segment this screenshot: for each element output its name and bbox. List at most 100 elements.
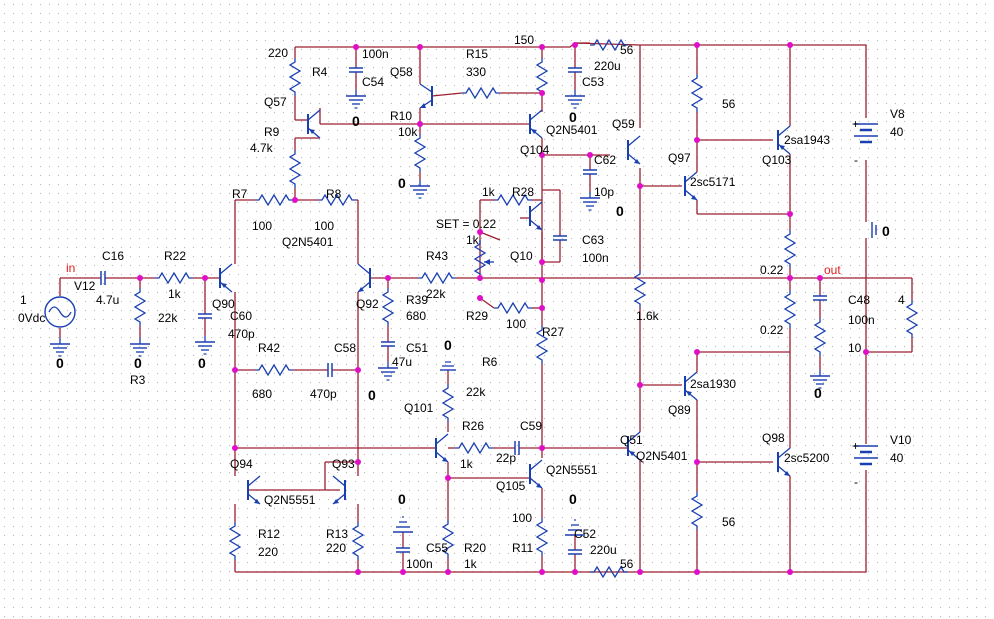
resistor-1-6k	[634, 269, 646, 309]
label-r9-value: 4.7k	[250, 141, 274, 155]
capacitor-c48	[812, 295, 828, 301]
label-ground-r6: 0	[444, 337, 452, 353]
transistor-q57	[307, 109, 321, 139]
transistor-q10	[529, 201, 543, 231]
label-c52: C52	[574, 527, 596, 541]
label-q90: Q90	[212, 297, 235, 311]
label-q104-model: Q2N5401	[546, 123, 598, 137]
resistor-56-bottom	[691, 491, 703, 531]
label-c62: C62	[594, 153, 616, 167]
capacitor-c53	[567, 67, 583, 73]
resistor-r6	[442, 383, 454, 423]
label-v10: V10	[890, 433, 912, 447]
label-v8-plus: +	[852, 117, 859, 131]
label-r26: R26	[462, 419, 484, 433]
label-ground-r10: 0	[398, 175, 406, 191]
label-c59: C59	[520, 419, 542, 433]
label-ground-input: 0	[56, 355, 64, 371]
capacitor-c52	[567, 549, 583, 555]
resistor-r42	[254, 364, 294, 376]
components	[44, 39, 918, 578]
label-r39: R39	[406, 293, 428, 307]
label-r20-value: 1k	[464, 557, 478, 571]
label-v12: V12	[74, 279, 96, 293]
label-ground-c52: 0	[569, 491, 577, 507]
label-ground-c62: 0	[616, 203, 624, 219]
label-q103: Q103	[762, 153, 792, 167]
label-v10-minus: -	[854, 475, 858, 489]
label-q58: Q58	[390, 65, 413, 79]
label-q98-model: 2sc5200	[784, 451, 830, 465]
resistor-r3	[134, 287, 146, 327]
label-r12-value: 220	[258, 545, 278, 559]
label-c54-value: 100n	[362, 47, 389, 61]
transistor-q105	[529, 459, 543, 489]
label-ground-c60: 0	[198, 355, 206, 371]
resistor-r13	[352, 521, 364, 561]
label-ground-output: 0	[814, 385, 822, 401]
label-c58-value: 470p	[310, 387, 337, 401]
resistor-r15	[461, 87, 501, 99]
resistor-r43	[417, 272, 457, 284]
label-022-top: 0.22	[760, 263, 784, 277]
label-load-4: 4	[898, 293, 905, 307]
label-r9: R9	[264, 125, 280, 139]
resistor-022-top	[784, 229, 796, 269]
resistor-r10	[414, 133, 426, 173]
resistor-r4	[289, 57, 301, 97]
label-q105-model: Q2N5551	[546, 463, 598, 477]
label-c16-value: 4.7u	[96, 293, 119, 307]
label-c55: C55	[426, 541, 448, 555]
label-r28: R28	[512, 185, 534, 199]
resistor-r12	[229, 521, 241, 561]
sine-source-v12	[44, 296, 76, 328]
label-r7: R7	[232, 187, 248, 201]
label-q59: Q59	[612, 117, 635, 131]
label-ground-c51: 0	[368, 387, 376, 403]
label-q98: Q98	[762, 431, 785, 445]
label-56-top: 56	[722, 97, 736, 111]
label-r8-value: 100	[314, 219, 334, 233]
wires	[59, 42, 913, 573]
resistor-10	[814, 317, 826, 357]
capacitor-c55	[395, 547, 411, 553]
label-c53-value: 220u	[594, 59, 621, 73]
resistor-r7	[254, 194, 294, 206]
ground-symbol-c54	[345, 89, 367, 109]
label-r43: R43	[426, 249, 448, 263]
resistor-022-bottom	[784, 289, 796, 329]
capacitor-c58	[327, 362, 333, 378]
label-r10-value: 10k	[398, 125, 418, 139]
capacitor-c63	[552, 235, 568, 241]
labels: 220 R4 100n C54 R15 330 Q58 150 56 220u …	[18, 33, 912, 571]
label-r4-value: 220	[268, 46, 288, 60]
label-q104: Q104	[520, 143, 550, 157]
label-r4: R4	[312, 65, 328, 79]
resistor-r9	[289, 149, 301, 189]
label-q2n5551-mirror: Q2N5551	[264, 493, 316, 507]
ground-symbol-r10	[409, 179, 431, 199]
label-v12-amp: 1	[20, 293, 27, 307]
resistor-r11	[536, 517, 548, 557]
label-r13-value: 220	[326, 541, 346, 555]
label-r7-value: 100	[252, 219, 272, 233]
label-c60: C60	[230, 309, 252, 323]
label-c51: C51	[406, 341, 428, 355]
label-r29-value: 100	[506, 317, 526, 331]
label-r11: R11	[512, 541, 533, 555]
ground-symbol-c52	[565, 519, 585, 536]
label-r29: R29	[466, 309, 488, 323]
ground-symbol-r6	[440, 361, 456, 371]
capacitor-c51	[380, 341, 396, 347]
resistor-r39	[382, 287, 394, 327]
transistor-q90	[219, 263, 233, 293]
label-r43-value: 22k	[426, 287, 446, 301]
label-56-bottom: 56	[722, 515, 736, 529]
label-c55-value: 100n	[406, 557, 433, 571]
label-r22: R22	[164, 249, 186, 263]
label-c60-value: 470p	[228, 327, 255, 341]
label-r42: R42	[258, 341, 280, 355]
capacitor-c16	[100, 270, 106, 286]
label-56-rail-top: 56	[620, 43, 634, 57]
